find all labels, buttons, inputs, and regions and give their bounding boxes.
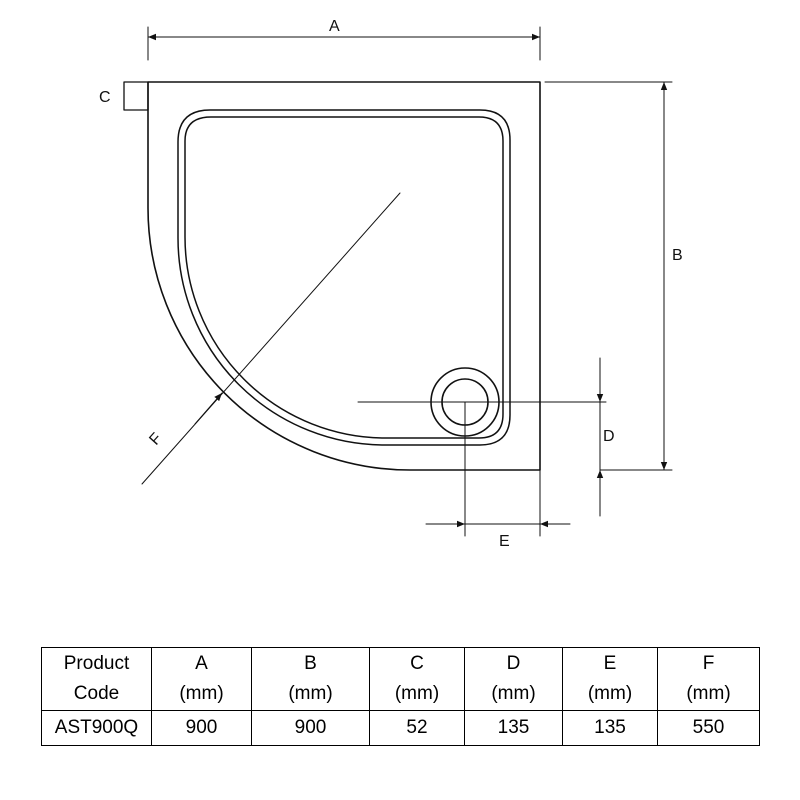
cell-f: 550 (657, 710, 760, 746)
dim-b-label: B (672, 247, 683, 264)
dim-f-line (141, 192, 401, 485)
header-c: C (mm) (369, 647, 465, 711)
table-header-row: Product Code A (mm) B (mm) C (mm) D (mm)… (41, 647, 760, 711)
tray-basin-inner-line (184, 116, 504, 439)
header-d: D (mm) (464, 647, 563, 711)
shower-tray-diagram: A B C D E F (99, 18, 683, 550)
cell-product-code: AST900Q (41, 710, 152, 746)
dimension-table: Product Code A (mm) B (mm) C (mm) D (mm)… (41, 647, 760, 746)
dim-f-label: F (146, 430, 165, 449)
cell-e: 135 (562, 710, 658, 746)
tray-outer-outline (147, 81, 541, 471)
header-e: E (mm) (562, 647, 658, 711)
tray-basin-outer-line (177, 109, 511, 446)
dim-a-label: A (329, 18, 340, 35)
header-b: B (mm) (251, 647, 370, 711)
dim-f-arrow (194, 392, 223, 425)
cell-a: 900 (151, 710, 252, 746)
header-f: F (mm) (657, 647, 760, 711)
cell-c: 52 (369, 710, 465, 746)
table-row: AST900Q 900 900 52 135 135 550 (41, 710, 760, 746)
dim-c-label: C (99, 89, 111, 106)
header-product-code: Product Code (41, 647, 152, 711)
cell-d: 135 (464, 710, 563, 746)
dim-d-label: D (603, 428, 615, 445)
dim-c-box (123, 81, 149, 111)
dim-e-label: E (499, 533, 510, 550)
cell-b: 900 (251, 710, 370, 746)
header-a: A (mm) (151, 647, 252, 711)
